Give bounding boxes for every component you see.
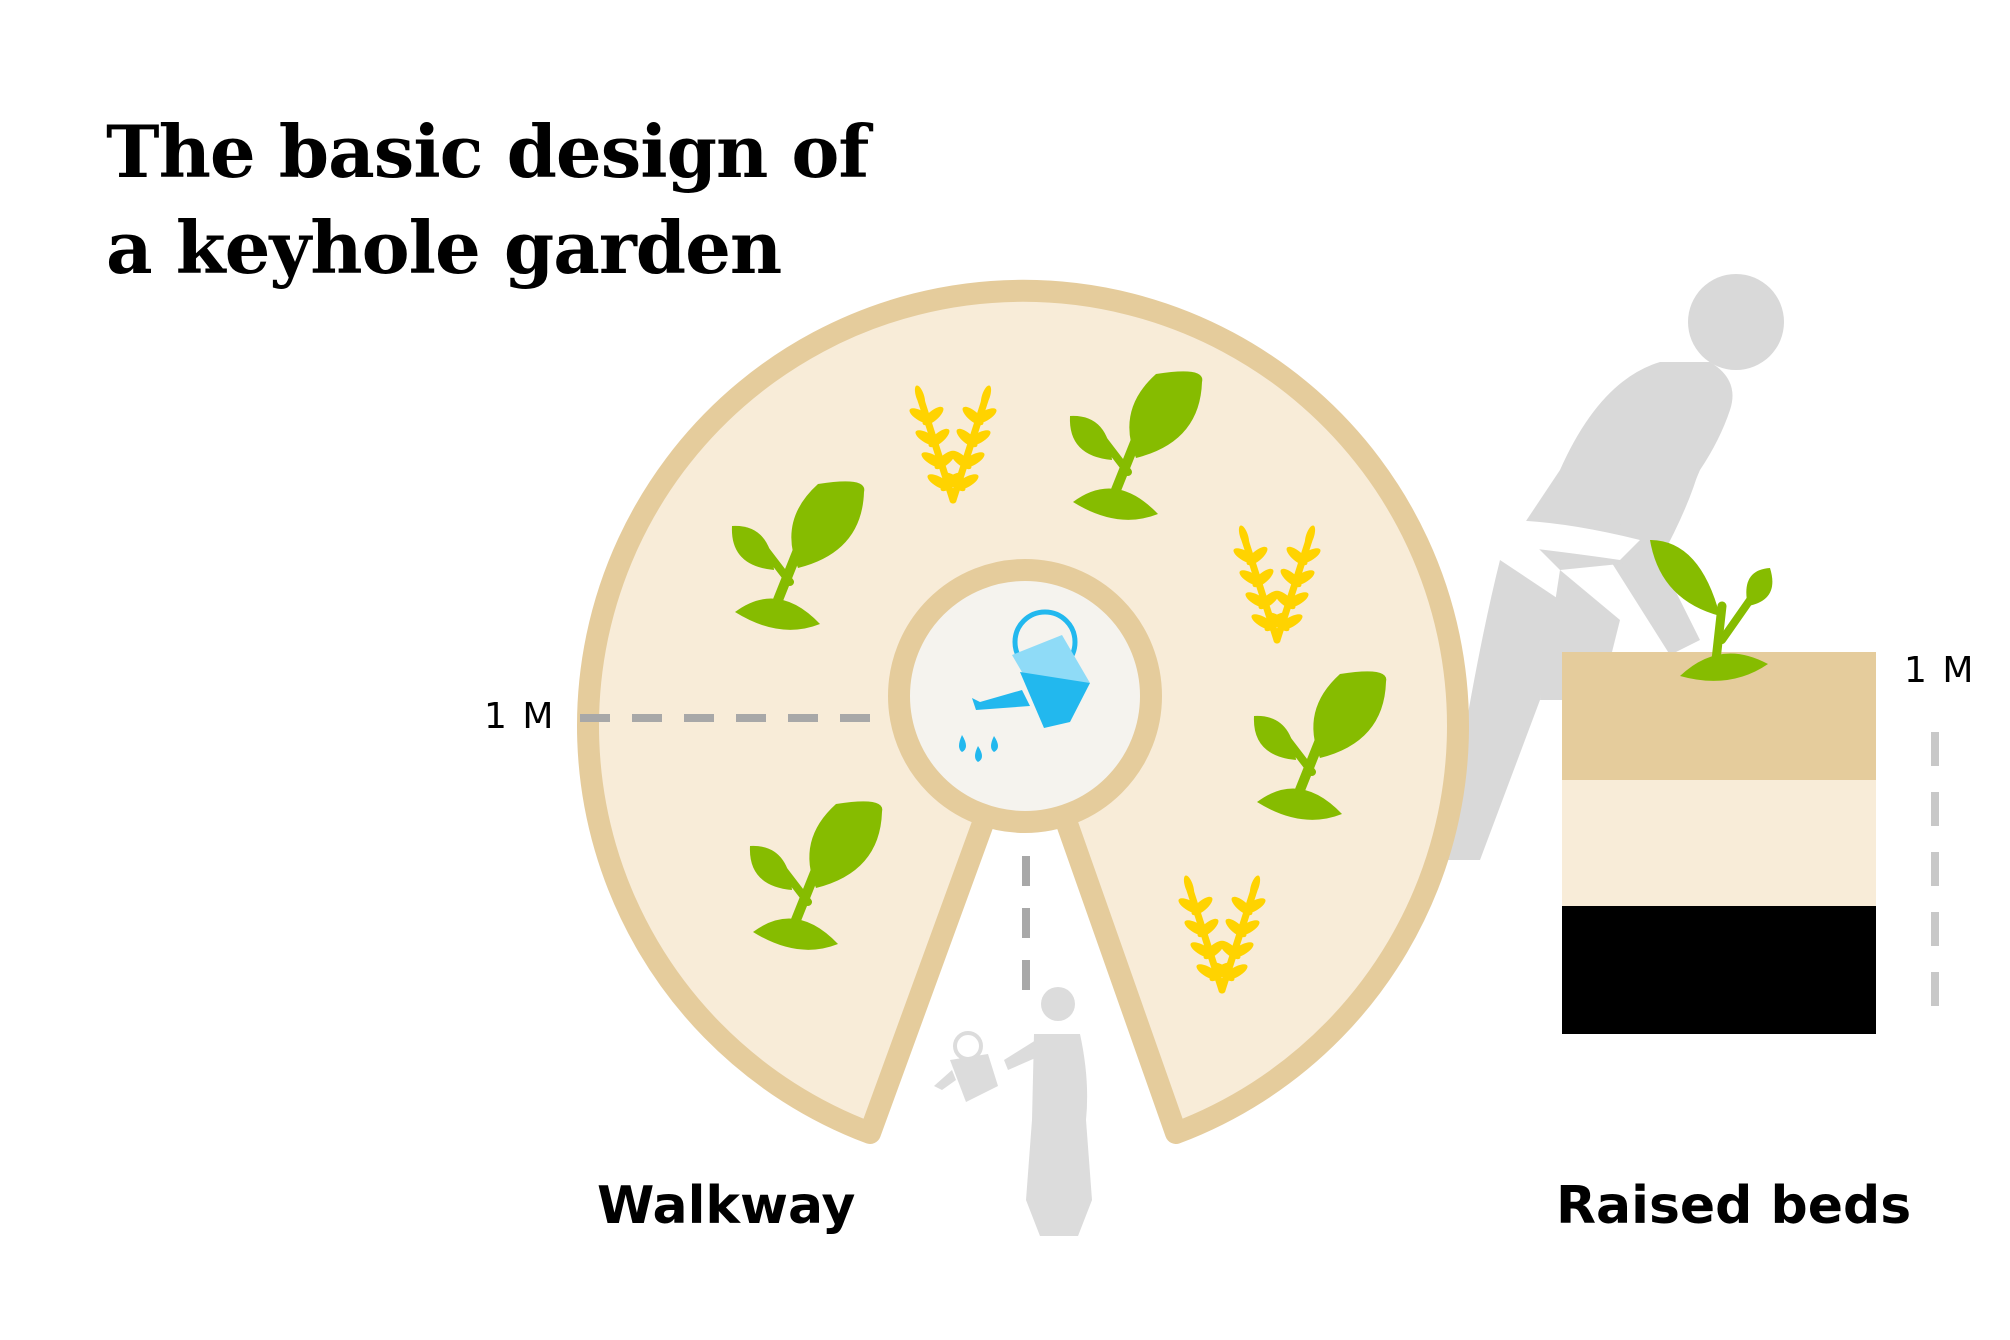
bed-height-measure-label: 1 M: [1904, 650, 1976, 691]
seedling-icon: [1650, 540, 1773, 681]
radius-measure-label: 1 M: [484, 696, 556, 737]
title-line-2: a keyhole garden: [106, 205, 782, 290]
raised-beds-label: Raised beds: [1556, 1176, 1912, 1236]
walkway-person-figure: [934, 987, 1092, 1236]
diagram-title: The basic design of a keyhole garden: [106, 104, 869, 296]
title-line-1: The basic design of: [106, 109, 869, 194]
bed-middle-layer: [1562, 780, 1876, 906]
raised-bed-cross-section: [1562, 652, 1876, 1034]
bed-bottom-layer: [1562, 906, 1876, 1034]
watering-can-icon: [959, 609, 1090, 762]
walkway-label: Walkway: [597, 1176, 856, 1236]
